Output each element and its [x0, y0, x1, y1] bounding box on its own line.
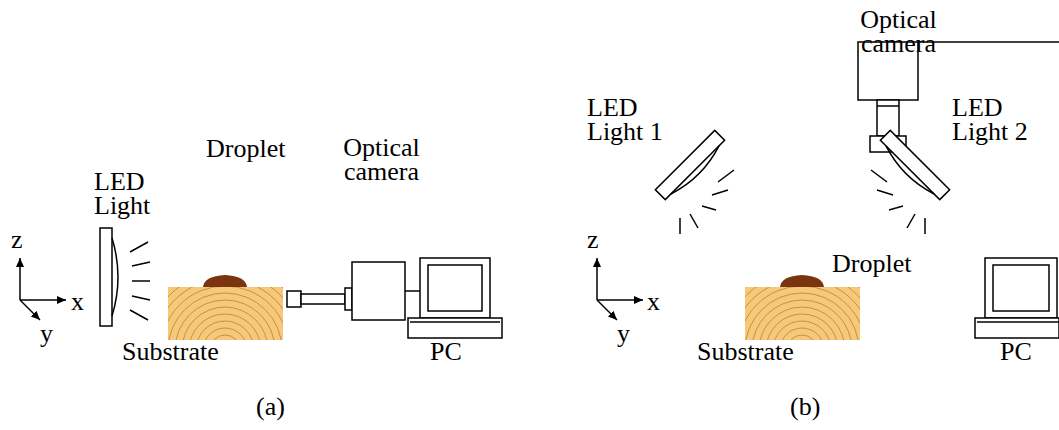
panel-label: (a) — [256, 395, 285, 419]
wood-grain — [745, 287, 860, 340]
pc-label: PC — [430, 340, 462, 364]
wood-grain — [745, 287, 860, 340]
substrate-label: Substrate — [122, 340, 219, 364]
droplet-label: Droplet — [206, 137, 285, 161]
panel-label: (b) — [790, 395, 820, 419]
axis-label: x — [71, 290, 84, 314]
droplet-label: Droplet — [832, 252, 911, 276]
wood-grain — [168, 287, 283, 340]
wood-grain — [168, 287, 283, 340]
wood-grain — [759, 307, 845, 340]
wood-grain — [168, 287, 283, 340]
camera-label: Optical camera — [851, 8, 946, 56]
wood-grain — [766, 314, 838, 340]
wood-grain — [182, 307, 268, 340]
led-label: LED Light — [94, 170, 189, 218]
led-label: LED Light 1 — [587, 96, 682, 144]
wood-grain — [745, 287, 860, 340]
wood-grain — [745, 287, 860, 340]
camera-label: Optical camera — [334, 136, 429, 184]
wood-grain — [168, 287, 283, 340]
wood-grain — [773, 321, 831, 340]
wood-grain — [168, 287, 283, 340]
substrate-label: Substrate — [697, 340, 794, 364]
axis-label: x — [647, 290, 660, 314]
wood-grain — [745, 287, 860, 340]
axis-label: z — [587, 228, 599, 252]
wood-grain — [752, 300, 852, 340]
wood-grain — [189, 314, 261, 340]
axis-label: y — [617, 322, 630, 346]
wood-grain — [745, 287, 860, 340]
wood-grain — [196, 321, 254, 340]
wood-grain — [168, 287, 283, 340]
wood-grain — [168, 287, 283, 340]
wood-grain — [175, 300, 275, 340]
wood-grain — [745, 287, 860, 340]
axis-label: z — [11, 228, 23, 252]
pc-label: PC — [1000, 340, 1032, 364]
axis-label: y — [40, 322, 53, 346]
led-label: LED Light 2 — [952, 96, 1047, 144]
wood-grain — [203, 328, 247, 340]
wood-grain — [780, 328, 824, 340]
